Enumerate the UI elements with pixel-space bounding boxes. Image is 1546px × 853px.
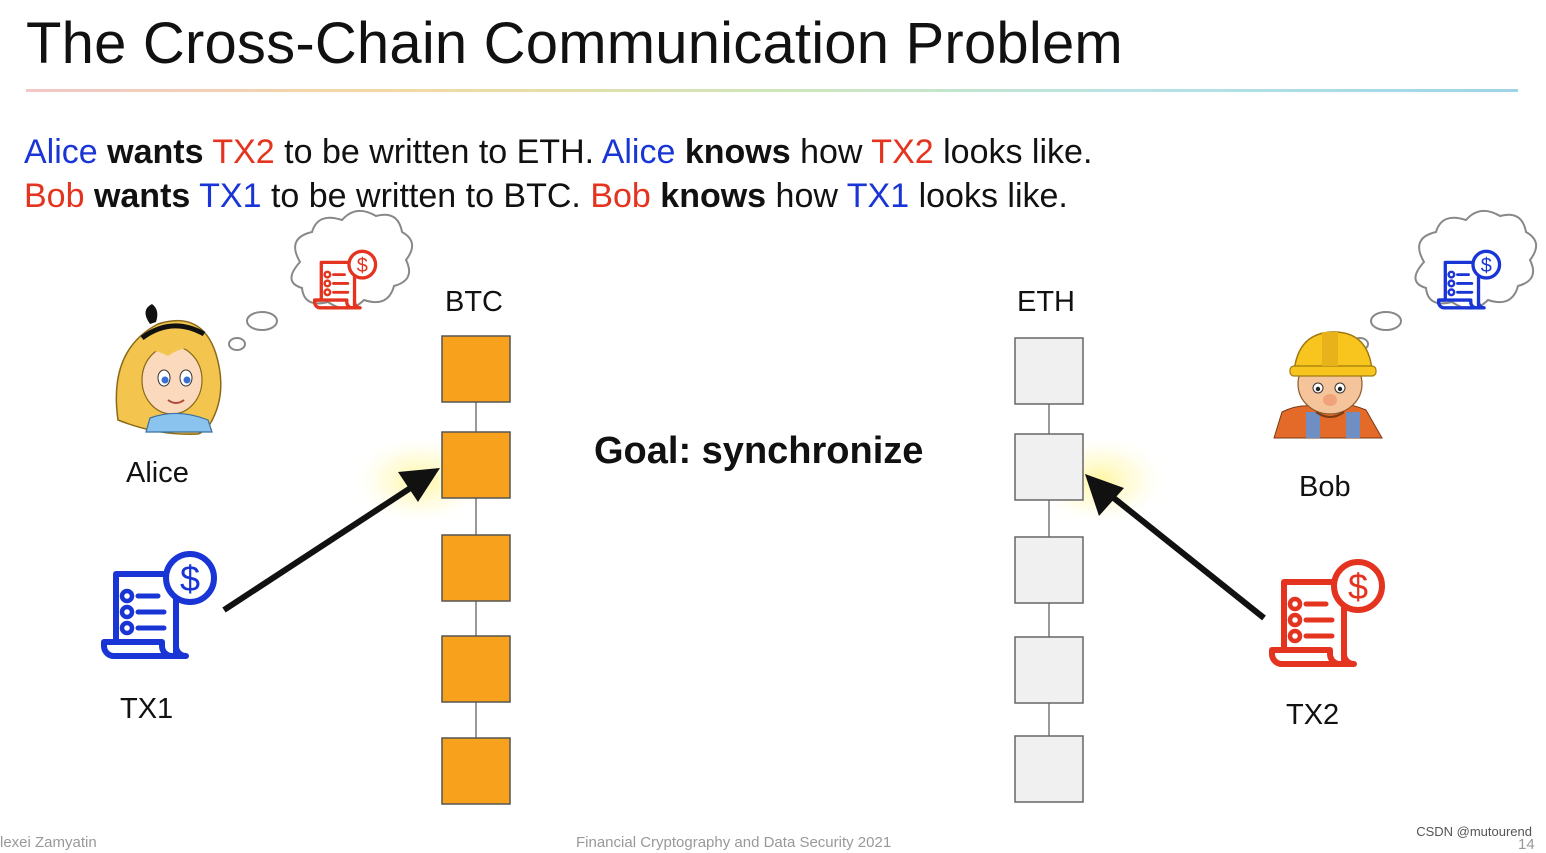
watermark: CSDN @mutourend	[1416, 824, 1532, 839]
statement-text: how	[800, 133, 863, 171]
goal-text: Goal: synchronize	[594, 430, 924, 472]
alice-thought-bubble-icon	[228, 209, 413, 351]
statement-bob: Bob wants TX1 to be written to BTC. Bob …	[24, 177, 1068, 216]
btc-block	[441, 534, 511, 602]
statement-text: looks like.	[943, 133, 1093, 171]
tx2-ref: TX2	[871, 133, 934, 171]
footer-author: lexei Zamyatin	[0, 834, 97, 851]
wants-word: wants	[93, 177, 191, 215]
btc-block	[441, 635, 511, 703]
bob-name: Bob	[24, 177, 85, 215]
statement-text: to be written to ETH.	[284, 133, 595, 171]
eth-block	[1014, 735, 1084, 803]
eth-block	[1014, 433, 1084, 501]
tx2-label: TX2	[1286, 699, 1340, 731]
title-divider	[26, 89, 1518, 92]
alice-avatar	[115, 304, 222, 435]
bob-label: Bob	[1299, 471, 1351, 503]
wants-word: wants	[107, 133, 204, 171]
knows-word: knows	[660, 177, 767, 215]
footer-conference: Financial Cryptography and Data Security…	[576, 834, 892, 851]
btc-block	[441, 737, 511, 805]
eth-chain	[1014, 337, 1084, 803]
bob-name: Bob	[590, 177, 651, 215]
alice-label: Alice	[126, 457, 189, 489]
alice-name: Alice	[24, 133, 98, 171]
eth-block	[1014, 536, 1084, 604]
tx1-label: TX1	[120, 693, 174, 725]
eth-chain-label: ETH	[1017, 286, 1075, 318]
tx2-ref: TX2	[212, 133, 275, 171]
statement-text: to be written to BTC.	[270, 177, 581, 215]
tx2-arrow-icon	[1085, 474, 1266, 621]
btc-chain-label: BTC	[445, 286, 503, 318]
bob-thought-bubble-icon	[1351, 209, 1537, 351]
knows-word: knows	[684, 133, 791, 171]
btc-block	[441, 335, 511, 403]
eth-block	[1014, 337, 1084, 405]
statement-alice: Alice wants TX2 to be written to ETH. Al…	[24, 133, 1092, 172]
tx1-ref: TX1	[846, 177, 910, 215]
tx1-receipt-icon	[104, 554, 214, 656]
tx1-ref: TX1	[199, 177, 262, 215]
eth-block	[1014, 636, 1084, 704]
bob-avatar	[1273, 331, 1383, 439]
btc-chain	[441, 335, 511, 805]
tx2-receipt-icon	[1272, 562, 1382, 664]
alice-name: Alice	[601, 133, 676, 171]
btc-block	[441, 431, 511, 499]
statement-text: how	[775, 177, 838, 215]
slide-title: The Cross-Chain Communication Problem	[26, 11, 1123, 76]
tx1-arrow-icon	[222, 468, 440, 613]
statement-text: looks like.	[918, 177, 1068, 215]
